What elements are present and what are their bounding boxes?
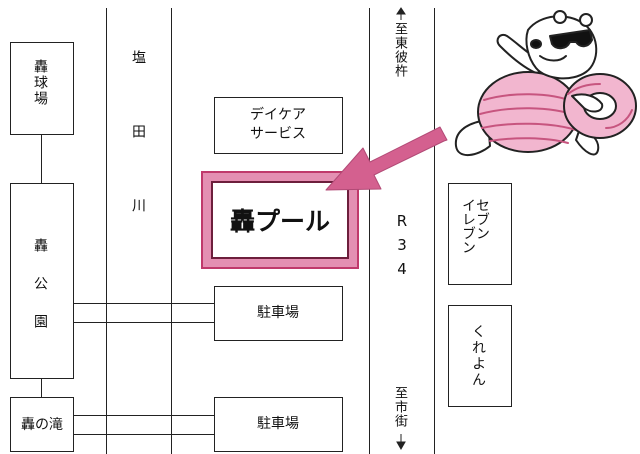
parking-2-box: 駐車場 (214, 397, 343, 452)
route-34-right-edge (434, 8, 435, 454)
parking-2-label: 駐車場 (257, 416, 299, 432)
todoroki-field-box: 轟球場 (10, 42, 74, 135)
bridge-road-lower-bottom (74, 434, 214, 435)
seven-eleven-label: セブン イレブン (460, 198, 490, 254)
bridge-road-upper-top (74, 303, 214, 304)
pool-highlight-frame: 轟プール (201, 171, 359, 269)
pointer-arrow-icon (325, 126, 448, 191)
kureyon-box: くれよん (448, 305, 512, 407)
todoroki-falls-label: 轟の滝 (21, 417, 63, 433)
bridge-road-lower-top (74, 415, 214, 416)
todoroki-falls-box: 轟の滝 (10, 397, 74, 452)
bear-mascot-icon (454, 10, 637, 156)
river-bank-left (106, 8, 107, 454)
day-service-label: デイケア サービス (250, 107, 306, 142)
seven-eleven-box: セブン イレブン (448, 183, 512, 285)
todoroki-park-label: 轟公園 (32, 238, 48, 352)
todoroki-park-box: 轟公園 (10, 183, 74, 379)
day-service-box: デイケア サービス (214, 97, 343, 154)
direction-north-label: 至東彼杵 (392, 22, 407, 78)
direction-arrow-icon (396, 7, 406, 451)
todoroki-field-label: 轟球場 (32, 59, 48, 107)
direction-south-label: 至市街 (392, 386, 407, 428)
pool-label: 轟プール (229, 207, 330, 236)
route-34-label: R34 (393, 212, 411, 284)
route-34-left-edge (369, 8, 370, 454)
parking-1-box: 駐車場 (214, 286, 343, 341)
river-bank-right (171, 8, 172, 454)
parking-1-label: 駐車場 (257, 305, 299, 321)
bridge-road-upper-bottom (74, 322, 214, 323)
kureyon-label: くれよん (470, 324, 486, 388)
path-park-to-falls (41, 379, 42, 397)
river-label: 塩田川 (130, 50, 146, 272)
pool-box: 轟プール (211, 181, 349, 259)
path-field-to-park (41, 135, 42, 183)
